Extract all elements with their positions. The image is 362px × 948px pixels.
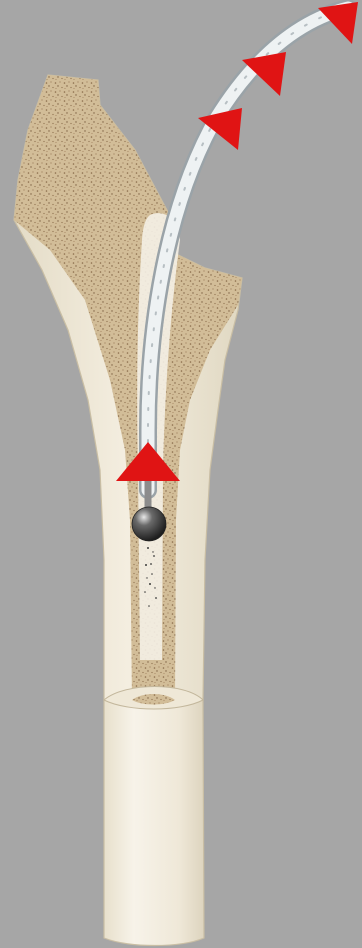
reamer-ball-icon <box>132 507 166 541</box>
femur-shaft <box>104 693 204 946</box>
